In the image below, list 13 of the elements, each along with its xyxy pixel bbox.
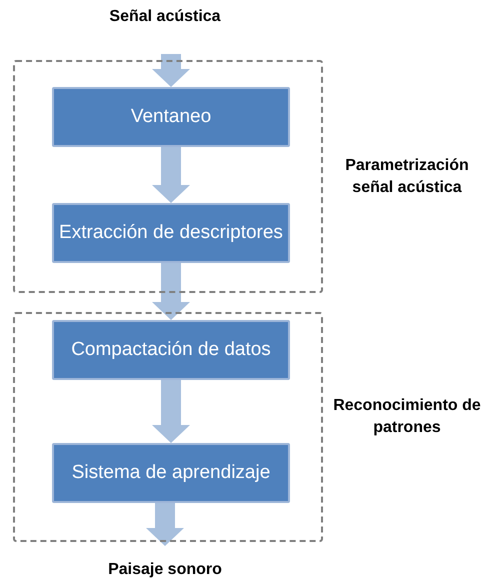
block-arrow: [152, 147, 190, 203]
terminal-label: Paisaje sonoro: [108, 561, 222, 579]
process-box: Sistema de aprendizaje: [52, 443, 290, 503]
block-arrow: [146, 503, 184, 546]
group-label: Parametrización señal acústica: [344, 156, 470, 198]
block-arrow: [152, 54, 190, 87]
terminal-label: Señal acústica: [109, 8, 221, 26]
block-arrow: [152, 380, 190, 443]
block-arrow: [152, 263, 190, 320]
process-box: Compactación de datos: [52, 320, 290, 380]
group-label: Reconocimiento de patrones: [332, 396, 482, 438]
process-box: Extracción de descriptores: [52, 203, 290, 263]
process-box: Ventaneo: [52, 87, 290, 147]
